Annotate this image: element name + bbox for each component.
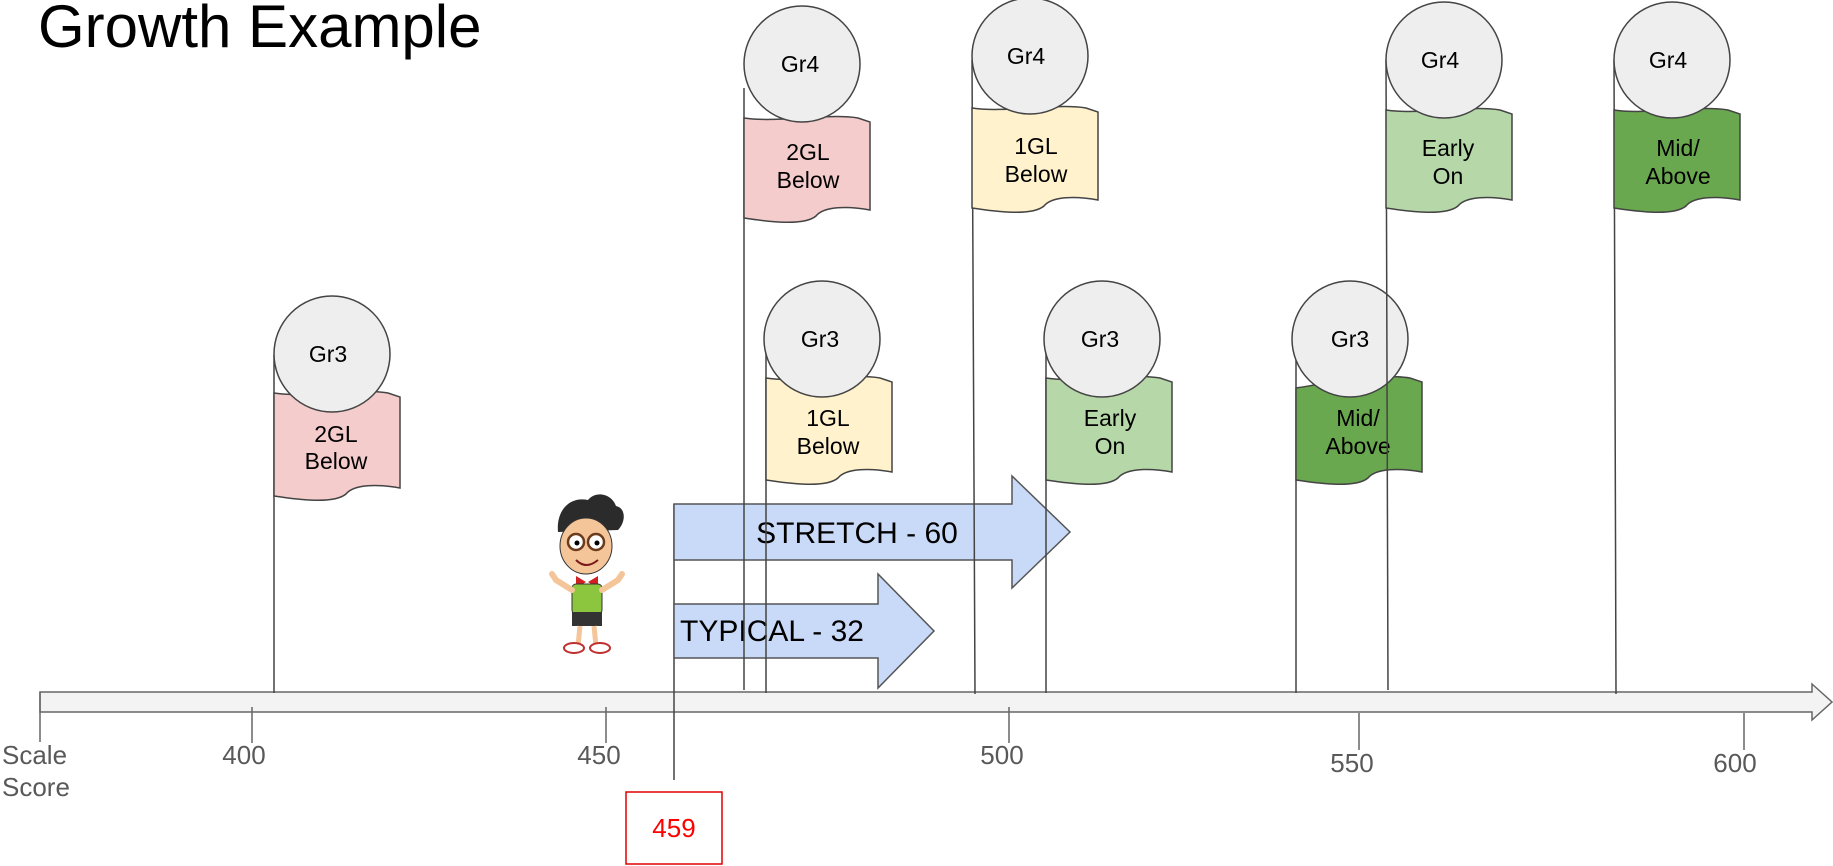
- flag-gr4-early-on: Gr4 Early On: [1385, 1, 1513, 691]
- flag-gr4-1gl-below: Gr4 1GL Below: [971, 0, 1099, 695]
- student-score-box: [625, 791, 723, 865]
- flag-gr3-mid-above: Gr3 Mid/ Above: [1291, 280, 1423, 693]
- flag-level-line2: Below: [777, 167, 840, 193]
- student-score-value: 459: [652, 813, 695, 843]
- flag-grade: Gr3: [1331, 326, 1369, 352]
- scale-axis-arrow: [39, 682, 1833, 722]
- flag-grade: Gr3: [309, 341, 347, 367]
- flag-gr3-1gl-below: Gr3 1GL Below: [763, 280, 893, 693]
- flag-gr4-2gl-below: Gr4 2GL Below: [743, 5, 871, 690]
- flag-level-line2: Below: [305, 448, 368, 474]
- flag-level-line1: 1GL: [806, 405, 850, 431]
- tick-label-450: 450: [577, 740, 620, 770]
- flag-level-line1: Mid/: [1656, 135, 1700, 161]
- flag-grade: Gr4: [781, 51, 820, 77]
- page-title: Growth Example: [38, 0, 482, 60]
- tick-label-500: 500: [980, 740, 1023, 770]
- stretch-arrow-label: STRETCH - 60: [756, 517, 958, 550]
- flag-gr3-early-on: Gr3 Early On: [1043, 280, 1173, 693]
- flag-grade: Gr3: [801, 326, 839, 352]
- flag-level-line2: Above: [1645, 163, 1710, 189]
- flag-grade: Gr4: [1421, 47, 1460, 73]
- axis-label-score: Score: [2, 772, 70, 802]
- stretch-arrow: STRETCH - 60: [673, 474, 1072, 590]
- flag-level-line1: 1GL: [1014, 133, 1058, 159]
- tick-label-550: 550: [1330, 748, 1373, 778]
- flag-grade: Gr4: [1007, 43, 1046, 69]
- flag-level-line2: Above: [1325, 433, 1390, 459]
- tick-label-400: 400: [222, 740, 265, 770]
- flag-gr3-2gl-below: Gr3 2GL Below: [273, 295, 401, 693]
- flag-level-line2: Below: [1005, 161, 1068, 187]
- flag-level-line1: Early: [1084, 405, 1137, 431]
- flag-level-line2: On: [1095, 433, 1126, 459]
- axis-label-scale: Scale: [2, 740, 67, 770]
- student-character-image: [549, 494, 625, 654]
- flag-grade: Gr4: [1649, 47, 1688, 73]
- flag-level-line2: On: [1433, 163, 1464, 189]
- flag-gr4-mid-above: Gr4 Mid/ Above: [1613, 1, 1741, 695]
- tick-label-600: 600: [1713, 748, 1756, 778]
- flag-level-line1: Early: [1422, 135, 1475, 161]
- flag-level-line1: 2GL: [786, 139, 830, 165]
- flag-level-line2: Below: [797, 433, 860, 459]
- flag-level-line1: Mid/: [1336, 405, 1380, 431]
- typical-arrow-label: TYPICAL - 32: [680, 615, 864, 648]
- flag-level-line1: 2GL: [314, 421, 358, 447]
- typical-arrow: TYPICAL - 32: [673, 572, 936, 690]
- flag-grade: Gr3: [1081, 326, 1119, 352]
